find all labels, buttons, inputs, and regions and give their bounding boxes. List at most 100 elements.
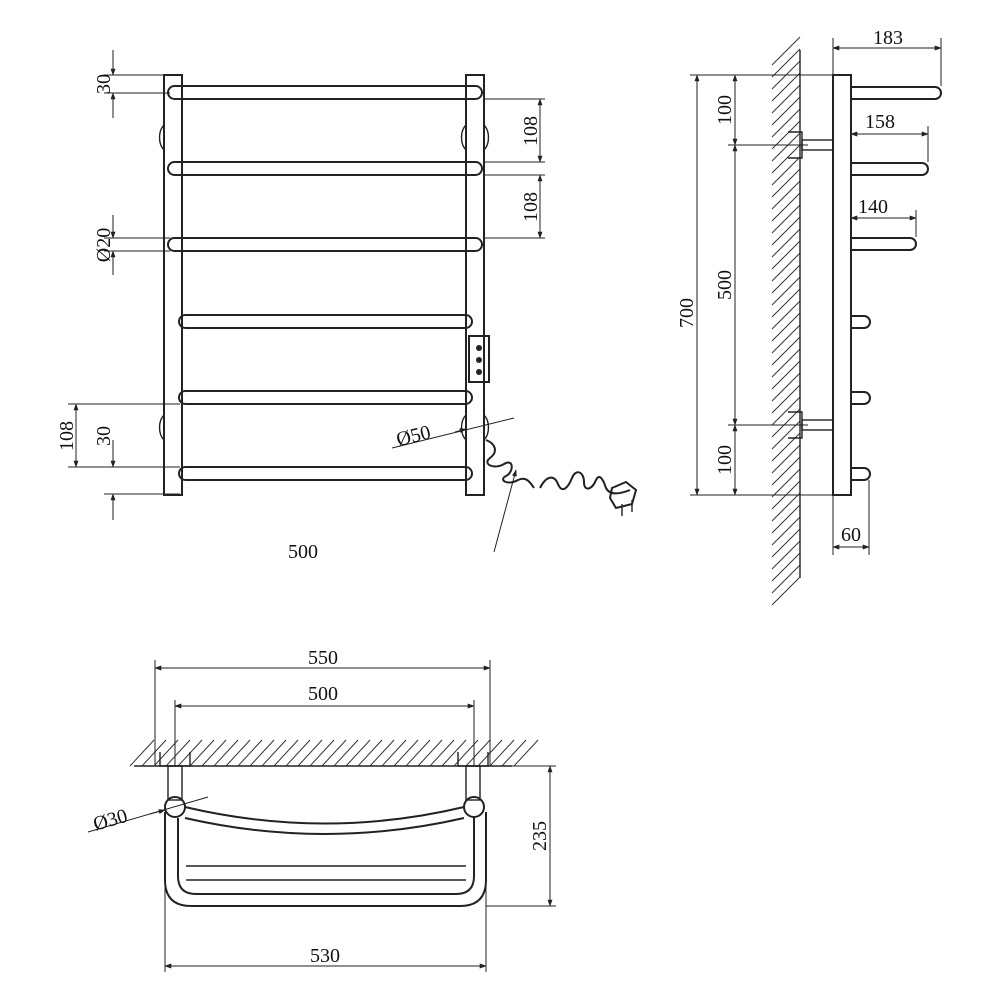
hatch-line bbox=[141, 739, 167, 767]
dim-bottom-width: 530 bbox=[310, 945, 340, 967]
hatch-line bbox=[297, 739, 323, 767]
hatch-line bbox=[189, 739, 215, 767]
hatch-line bbox=[771, 576, 801, 606]
dim-bottom-spacing: 108 bbox=[56, 421, 78, 451]
rung bbox=[167, 161, 483, 176]
hatch-line bbox=[771, 204, 801, 234]
hatch-line bbox=[249, 739, 275, 767]
plug-icon bbox=[608, 480, 638, 516]
mounting-bosses bbox=[158, 124, 490, 441]
hatch-line bbox=[771, 456, 801, 486]
dim-rung-spacing-1: 108 bbox=[520, 116, 542, 146]
hatch-line bbox=[213, 739, 239, 767]
dim-top-gap: 30 bbox=[93, 74, 115, 94]
dim-mount-spacing: 500 bbox=[714, 270, 736, 300]
hatch-line bbox=[321, 739, 347, 767]
hatch-line bbox=[771, 396, 801, 426]
control-box bbox=[468, 335, 490, 383]
hatch-line bbox=[333, 739, 359, 767]
dim-top-offset: 100 bbox=[714, 95, 736, 125]
hatch-line bbox=[771, 468, 801, 498]
hatch-line bbox=[771, 168, 801, 198]
dim-rung-diameter: Ø20 bbox=[93, 228, 115, 262]
side-rungs bbox=[851, 86, 942, 481]
dim-depth-mid: 158 bbox=[865, 111, 895, 133]
hatch-line bbox=[441, 739, 467, 767]
hatch-line bbox=[771, 120, 801, 150]
front-view: 30 108 108 Ø20 108 30 Ø50 bbox=[56, 50, 638, 563]
hatch-line bbox=[771, 552, 801, 582]
dim-depth: 235 bbox=[529, 821, 551, 851]
hatch-line bbox=[771, 540, 801, 570]
hatch-line bbox=[501, 739, 527, 767]
hatch-line bbox=[165, 739, 191, 767]
dim-bottom-offset: 100 bbox=[714, 445, 736, 475]
hatch-line bbox=[153, 739, 179, 767]
hatch-line bbox=[771, 324, 801, 354]
hatch-line bbox=[369, 739, 395, 767]
rung bbox=[178, 390, 473, 405]
top-mount-right bbox=[457, 752, 489, 801]
dim-top-column-diameter: Ø30 bbox=[91, 805, 130, 836]
dim-column-diameter: Ø50 bbox=[394, 421, 433, 451]
hatch-line bbox=[771, 288, 801, 318]
dim-outer-width: 550 bbox=[308, 647, 338, 669]
hatch-line bbox=[771, 156, 801, 186]
power-cord bbox=[485, 439, 638, 516]
hatch-line bbox=[771, 108, 801, 138]
hatch-line bbox=[129, 739, 155, 767]
top-view: 550 500 Ø30 235 530 bbox=[87, 647, 556, 972]
hatch-line bbox=[771, 72, 801, 102]
hatch-line bbox=[771, 372, 801, 402]
hatch-line bbox=[771, 348, 801, 378]
hatch-line bbox=[285, 739, 311, 767]
hatch-line bbox=[771, 96, 801, 126]
hatch-line bbox=[771, 384, 801, 414]
side-view: 700 100 500 100 183 158 140 60 bbox=[676, 27, 942, 606]
dim-rung-spacing-2: 108 bbox=[520, 192, 542, 222]
wall-hatch bbox=[771, 36, 801, 606]
hatch-line bbox=[345, 739, 371, 767]
dim-inner-width: 500 bbox=[308, 683, 338, 705]
hatch-line bbox=[771, 504, 801, 534]
hatch-line bbox=[465, 739, 491, 767]
rung bbox=[178, 466, 473, 481]
dim-bottom-gap: 30 bbox=[93, 426, 115, 446]
hatch-line bbox=[771, 192, 801, 222]
hatch-line bbox=[771, 216, 801, 246]
hatch-line bbox=[771, 300, 801, 330]
hatch-line bbox=[771, 420, 801, 450]
hatch-line bbox=[771, 36, 801, 66]
hatch-line bbox=[771, 516, 801, 546]
hatch-line bbox=[771, 84, 801, 114]
hatch-line bbox=[771, 144, 801, 174]
dim-depth-lower: 140 bbox=[858, 196, 888, 218]
hatch-line bbox=[429, 739, 455, 767]
wall-hatch-top bbox=[129, 739, 539, 767]
hatch-line bbox=[771, 240, 801, 270]
dim-front-width: 500 bbox=[288, 541, 318, 563]
hatch-line bbox=[771, 132, 801, 162]
hatch-line bbox=[357, 739, 383, 767]
hatch-line bbox=[771, 432, 801, 462]
hatch-line bbox=[771, 492, 801, 522]
hatch-line bbox=[273, 739, 299, 767]
hatch-line bbox=[771, 528, 801, 558]
hatch-line bbox=[261, 739, 287, 767]
hatch-line bbox=[771, 564, 801, 594]
hatch-line bbox=[225, 739, 251, 767]
right-column bbox=[465, 74, 485, 496]
dim-depth-top: 183 bbox=[873, 27, 903, 49]
rung bbox=[167, 85, 483, 100]
hatch-line bbox=[237, 739, 263, 767]
hatch-line bbox=[771, 408, 801, 438]
dim-total-height: 700 bbox=[676, 298, 698, 328]
hatch-line bbox=[771, 360, 801, 390]
hatch-line bbox=[771, 336, 801, 366]
hatch-line bbox=[771, 228, 801, 258]
side-column bbox=[832, 74, 852, 496]
hatch-line bbox=[489, 739, 515, 767]
rung bbox=[167, 237, 483, 252]
hatch-line bbox=[771, 264, 801, 294]
